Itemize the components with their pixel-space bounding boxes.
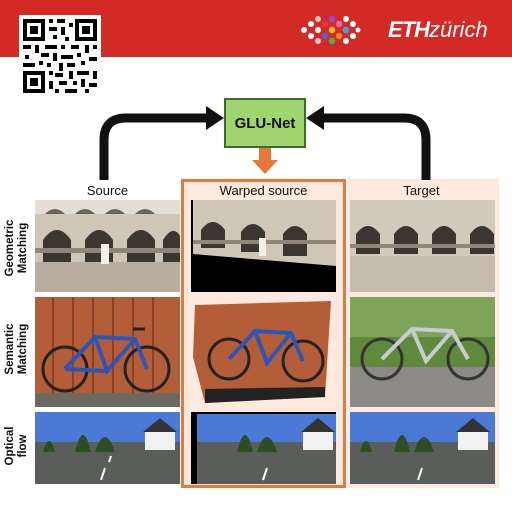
row-label-geometric-line2: Matching bbox=[17, 222, 29, 274]
eth-zurich-logo: ETHzürich bbox=[388, 18, 488, 42]
row-label-optical-line1: Optical bbox=[4, 426, 16, 466]
glu-net-box: GLU-Net bbox=[224, 98, 306, 148]
warped-courtyard-image bbox=[191, 200, 336, 292]
target-street-image bbox=[350, 412, 495, 484]
source-courtyard-image bbox=[35, 200, 180, 292]
row-label-optical: Optical flow bbox=[4, 406, 32, 486]
row-label-geometric: Geometric Matching bbox=[4, 208, 32, 288]
row-label-semantic-line1: Semantic bbox=[4, 323, 16, 375]
target-arrowhead-icon bbox=[306, 106, 324, 130]
row-label-geometric-line1: Geometric bbox=[4, 219, 16, 277]
target-to-glu-arrow bbox=[320, 113, 431, 180]
target-bicycle-image bbox=[350, 297, 495, 407]
qr-code-icon bbox=[19, 15, 101, 97]
eth-dots-icon bbox=[301, 15, 361, 45]
column-title-target: Target bbox=[403, 183, 440, 198]
warped-street-image bbox=[191, 412, 336, 484]
source-street-image bbox=[35, 412, 180, 484]
output-arrowhead-icon bbox=[252, 160, 278, 174]
source-bicycle-image bbox=[35, 297, 180, 407]
source-to-glu-arrow bbox=[99, 113, 210, 180]
eth-logo-light: zürich bbox=[429, 17, 488, 42]
output-arrow-shaft bbox=[259, 148, 271, 160]
row-label-semantic-line2: Matching bbox=[17, 323, 29, 375]
row-label-optical-line2: flow bbox=[17, 434, 29, 458]
warped-bicycle-image bbox=[191, 297, 336, 407]
eth-logo-bold: ETH bbox=[388, 17, 430, 42]
row-label-semantic: Semantic Matching bbox=[4, 309, 32, 389]
column-title-source: Source bbox=[86, 183, 129, 198]
source-arrowhead-icon bbox=[206, 106, 224, 130]
column-title-warped-source: Warped source bbox=[219, 183, 308, 198]
target-courtyard-image bbox=[350, 200, 495, 292]
